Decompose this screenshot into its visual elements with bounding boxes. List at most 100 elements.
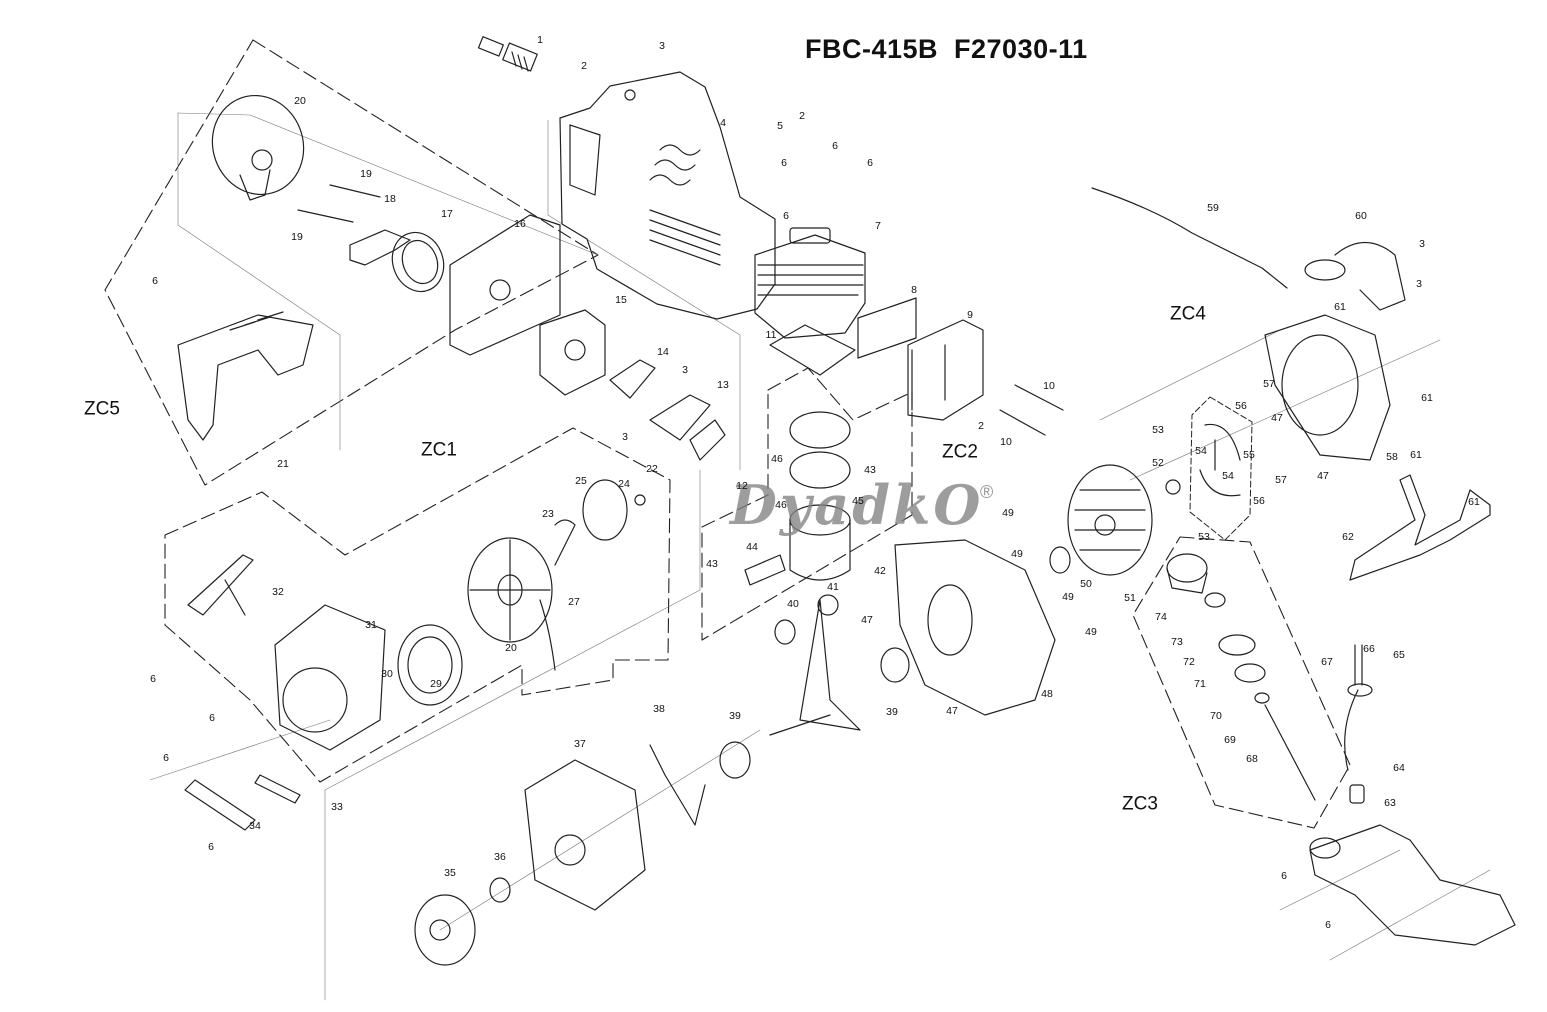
callout-cap-insert: 73 bbox=[1171, 635, 1183, 648]
diagram-title: FBC-415B F27030-11 bbox=[805, 34, 1088, 64]
carburetor-gasket-drawing bbox=[609, 359, 656, 399]
ratchet-drawing bbox=[582, 479, 628, 541]
callout-piston-ring: 46 bbox=[771, 452, 783, 465]
callout-bracket: 34 bbox=[249, 819, 261, 832]
callout-cushion: 33 bbox=[331, 800, 343, 813]
callout-bolt: 49 bbox=[1002, 506, 1014, 519]
callout-washer: 56 bbox=[1253, 494, 1265, 507]
callout-guard: 21 bbox=[277, 457, 289, 470]
cushion-33-drawing bbox=[254, 774, 301, 804]
callout-engine-cover: 4 bbox=[720, 116, 726, 129]
registered-mark: ® bbox=[980, 482, 994, 502]
callout-starter-handle: 32 bbox=[272, 585, 284, 598]
callout-rope-reel: 20 bbox=[505, 641, 517, 654]
insulator-gasket-drawing bbox=[689, 419, 726, 461]
callout-screw: 6 bbox=[163, 751, 169, 764]
group-label-zc5: ZC5 bbox=[84, 398, 120, 420]
callout-cylinder: 7 bbox=[875, 219, 881, 232]
callout-insulator: 13 bbox=[717, 378, 729, 391]
zc5-boundary bbox=[104, 39, 599, 486]
callout-needle-bearing: 40 bbox=[787, 597, 799, 610]
zc1-boundary bbox=[164, 427, 671, 783]
needle-bearing-drawing bbox=[774, 619, 796, 645]
ring-69-drawing bbox=[1254, 692, 1270, 704]
cylinder-drawing bbox=[754, 227, 866, 339]
callout-bearing: 39 bbox=[729, 709, 741, 722]
callout-dowel-pin: 47 bbox=[946, 704, 958, 717]
starter-handle-drawing bbox=[187, 554, 254, 616]
callout-carburetor: 15 bbox=[615, 293, 627, 306]
callout-starter-case: 31 bbox=[365, 618, 377, 631]
muffler-drawing bbox=[907, 319, 984, 421]
washer-24-drawing bbox=[634, 494, 646, 506]
crankcase-gasket-drawing bbox=[649, 744, 706, 826]
callout-screw: 6 bbox=[781, 156, 787, 169]
filter-element-drawing bbox=[391, 231, 445, 293]
callout-piston-ring: 46 bbox=[775, 498, 787, 511]
stand-drawing bbox=[1349, 474, 1491, 581]
callout-screw: 6 bbox=[1325, 918, 1331, 931]
callout-recoil-spring: 29 bbox=[430, 677, 442, 690]
callout-dowel-pin: 47 bbox=[861, 613, 873, 626]
callout-bolt: 49 bbox=[1062, 590, 1074, 603]
piston-drawing bbox=[789, 504, 851, 581]
spring-23-drawing bbox=[554, 519, 576, 566]
callout-bolt: 57 bbox=[1263, 377, 1275, 390]
callout-cylinder-gasket: 11 bbox=[765, 328, 777, 341]
callout-bolt: 57 bbox=[1275, 473, 1287, 486]
group-label-zc3: ZC3 bbox=[1122, 793, 1158, 815]
spark-plug-drawing bbox=[477, 36, 538, 72]
piston-ring-b bbox=[789, 451, 851, 489]
cap-retainer-drawing bbox=[1218, 634, 1256, 656]
callout-air-filter-cover: 20 bbox=[294, 94, 306, 107]
callout-flywheel: 51 bbox=[1124, 591, 1136, 604]
callout-circlip: 43 bbox=[864, 463, 876, 476]
piston-ring-a bbox=[789, 411, 851, 449]
callout-dowel-pin: 47 bbox=[1271, 411, 1283, 424]
starter-case-drawing bbox=[274, 604, 386, 751]
callout-screw: 2 bbox=[581, 59, 587, 72]
clutch-shoe-lower bbox=[1199, 469, 1241, 497]
engine-cover-drawing bbox=[559, 71, 776, 320]
flywheel-drawing bbox=[1067, 464, 1153, 576]
callout-cap-gasket: 70 bbox=[1210, 709, 1222, 722]
assembly-lines bbox=[149, 112, 1491, 1001]
callout-piston: 45 bbox=[852, 494, 864, 507]
group-label-zc2: ZC2 bbox=[942, 441, 978, 463]
fuel-cap-drawing bbox=[1166, 553, 1208, 594]
nut-52-drawing bbox=[1165, 479, 1181, 495]
callout-bolt: 49 bbox=[1085, 625, 1097, 638]
air-filter-cover-drawing bbox=[211, 94, 305, 201]
cap-gasket-drawing bbox=[1234, 663, 1266, 683]
crankshaft-drawing bbox=[769, 594, 861, 736]
callout-spark-plug: 1 bbox=[537, 33, 543, 46]
callout-spring: 23 bbox=[542, 507, 554, 520]
callout-ratchet: 25 bbox=[575, 474, 587, 487]
callout-muffler-bolt: 10 bbox=[1043, 379, 1055, 392]
callout-screw: 22 bbox=[646, 462, 658, 475]
callout-insulator-gasket: 12 bbox=[736, 479, 748, 492]
callout-screw: 6 bbox=[208, 840, 214, 853]
callout-bolt: 19 bbox=[291, 230, 303, 243]
callout-screw: 61 bbox=[1334, 300, 1346, 313]
zc3-boundary bbox=[1132, 536, 1351, 829]
callout-muffler-gasket: 8 bbox=[911, 283, 917, 296]
callout-screw: 61 bbox=[1468, 495, 1480, 508]
carburetor-drawing bbox=[539, 309, 606, 396]
callout-screw: 61 bbox=[1410, 448, 1422, 461]
callout-screw: 6 bbox=[1281, 869, 1287, 882]
starter-rope-drawing bbox=[539, 599, 556, 671]
callout-dowel-pin: 47 bbox=[1317, 469, 1329, 482]
cap-insert-drawing bbox=[1204, 592, 1226, 608]
callout-washer: 5 bbox=[777, 119, 783, 132]
crankcase-left-drawing bbox=[524, 759, 646, 911]
bolt-10-a bbox=[1014, 384, 1064, 411]
fuel-filter-drawing bbox=[1349, 784, 1365, 804]
callout-crankshaft: 41 bbox=[827, 580, 839, 593]
callout-crankcase-gasket: 38 bbox=[653, 702, 665, 715]
callout-fuel-filter: 64 bbox=[1393, 761, 1405, 774]
callout-ignition-coil: 60 bbox=[1355, 209, 1367, 222]
muffler-gasket-drawing bbox=[857, 297, 917, 359]
callout-screw: 6 bbox=[783, 209, 789, 222]
fan-housing-drawing bbox=[1264, 314, 1391, 461]
